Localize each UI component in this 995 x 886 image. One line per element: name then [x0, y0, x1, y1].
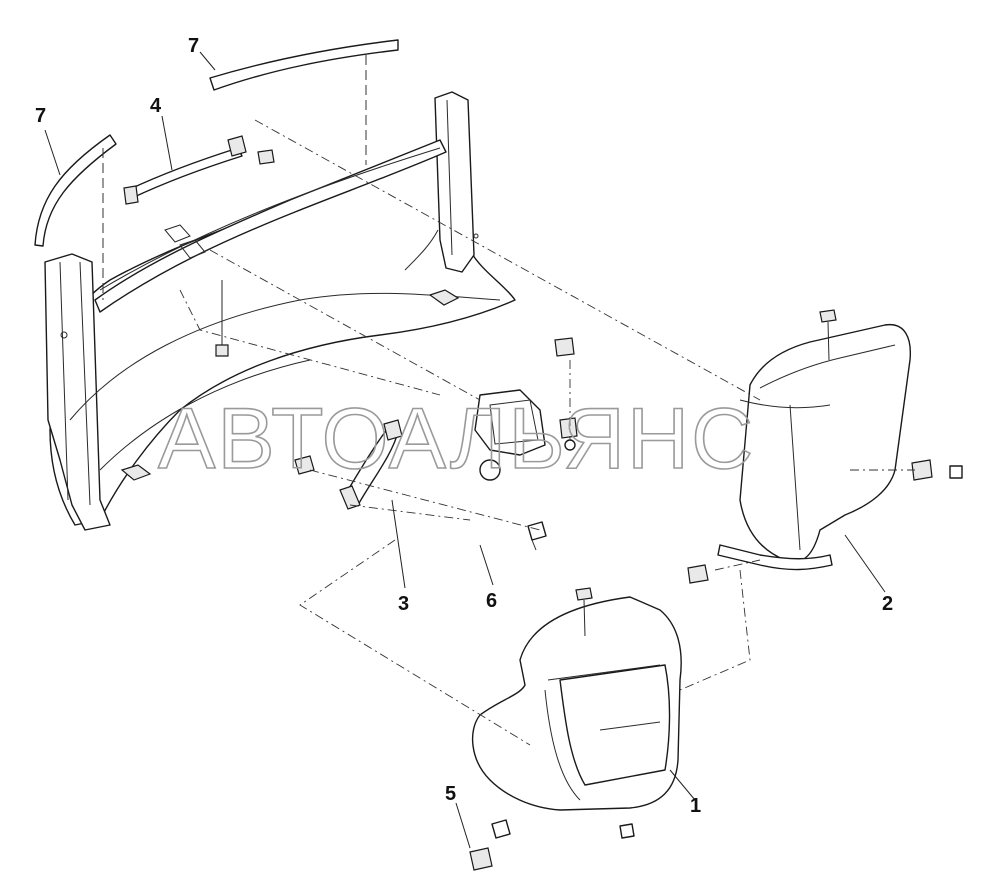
- screw-6: [527, 521, 547, 551]
- screw-left: [215, 280, 229, 357]
- screw-top-right: [819, 309, 837, 361]
- watermark: АВТОАЛЬЯНС: [158, 391, 755, 487]
- screw-top-front: [575, 587, 593, 637]
- cover-shell-right: [717, 324, 912, 571]
- cab-body: [44, 91, 516, 531]
- screw-bottom-front: [619, 823, 635, 839]
- callout-7-top: 7: [188, 35, 199, 57]
- callout-6: 6: [486, 590, 497, 612]
- cover-shell-front: [471, 596, 682, 811]
- clip-left: [294, 455, 315, 475]
- latch-mechanism: [474, 389, 578, 481]
- clip-mid: [687, 564, 709, 584]
- callout-4: 4: [150, 95, 162, 117]
- callout-1: 1: [690, 795, 701, 817]
- callout-2: 2: [882, 593, 893, 615]
- clip-screw-right: [911, 459, 963, 481]
- bracket-arm: [339, 419, 403, 510]
- support-bar: [123, 135, 275, 205]
- clip-5: [469, 819, 511, 871]
- callout-5: 5: [445, 783, 456, 805]
- assembly-lines: [102, 55, 915, 746]
- callout-7-left: 7: [35, 105, 46, 127]
- seal-strip-left: [34, 134, 117, 247]
- callout-3: 3: [398, 593, 409, 615]
- leader-lines: [44, 51, 886, 849]
- clip-upper: [554, 337, 575, 357]
- seal-strip-top: [209, 39, 399, 91]
